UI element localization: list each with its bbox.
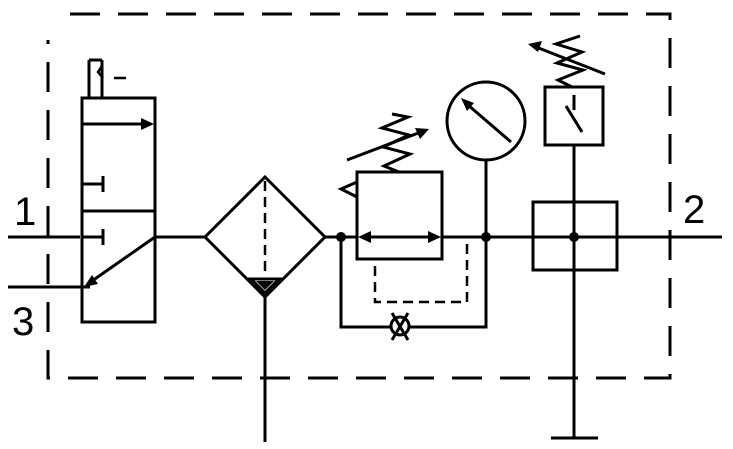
pilot-dashed-line — [373, 235, 469, 304]
blocked-port-icon — [82, 229, 105, 245]
junction-dot — [569, 232, 579, 242]
shutoff-valve-symbol — [80, 58, 157, 324]
drain-bowl-icon — [247, 277, 283, 296]
bypass-line — [339, 237, 488, 329]
distribution-block-symbol — [531, 200, 619, 440]
pressure-switch-symbol — [528, 34, 606, 202]
bidirectional-arrow-icon — [358, 231, 441, 243]
pressure-regulator-symbol — [336, 112, 488, 341]
filter-symbol — [202, 174, 328, 442]
gauge-needle-icon — [461, 98, 512, 144]
inlet-port-label: 1 — [14, 190, 37, 234]
lock-actuator-icon — [87, 58, 126, 98]
unit-enclosure-dashed-border — [46, 12, 672, 380]
switch-contact-icon — [564, 95, 584, 133]
junction-dot — [481, 232, 491, 242]
check-valve-icon — [389, 312, 411, 341]
flow-arrow-icon — [82, 118, 154, 130]
exhaust-arrow-icon — [84, 235, 156, 287]
blocked-port-icon — [82, 176, 105, 192]
exhaust-port-label: 3 — [12, 300, 35, 344]
junction-dot — [336, 232, 346, 242]
adjustable-spring-icon — [528, 34, 606, 89]
adjustable-spring-icon — [346, 112, 429, 174]
outlet-port-label: 2 — [683, 188, 706, 232]
pilot-triangle-icon — [337, 180, 358, 199]
pressure-gauge-symbol — [445, 80, 527, 242]
